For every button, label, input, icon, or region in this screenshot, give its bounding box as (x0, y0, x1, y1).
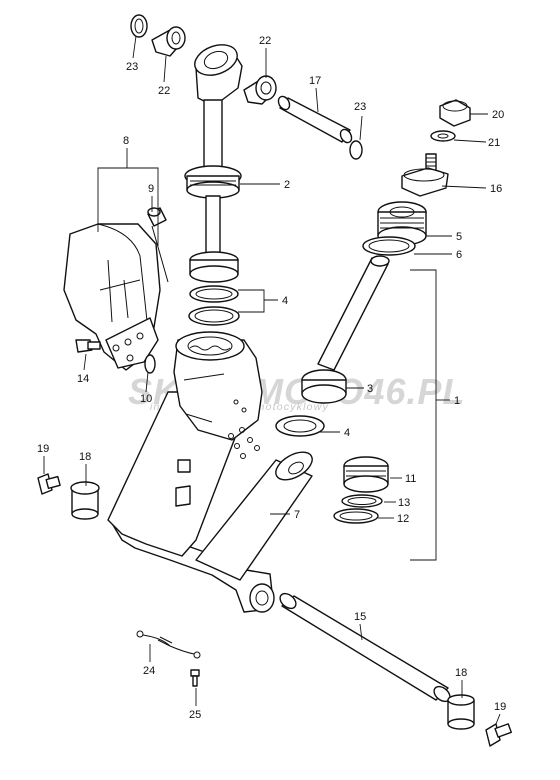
circlip-23-top (130, 14, 148, 38)
bolt-19-right (485, 723, 512, 747)
callout-10: 10 (140, 393, 152, 405)
callout-18-left: 18 (79, 451, 91, 463)
callout-1: 1 (454, 395, 460, 407)
callout-11: 11 (405, 473, 416, 485)
callout-16: 16 (490, 183, 502, 195)
callout-23-left: 23 (126, 61, 138, 73)
callout-12: 12 (397, 513, 409, 525)
callout-4-lower: 4 (344, 427, 350, 439)
piston-11 (343, 456, 389, 493)
callout-7: 7 (294, 509, 300, 521)
bolt-19-left (37, 473, 61, 495)
bushing-18-right (447, 694, 475, 730)
callout-18-right: 18 (455, 667, 467, 679)
callout-labels: 1 2 3 4 4 5 6 7 8 9 10 11 12 13 14 15 16… (37, 35, 506, 721)
callout-19-right: 19 (494, 701, 506, 713)
callout-22-left: 22 (158, 85, 170, 97)
ring-13 (341, 494, 383, 508)
piston-seal-set-4 (188, 251, 240, 326)
ring-12 (333, 508, 379, 524)
bushing-22-top (151, 26, 186, 57)
callout-24: 24 (143, 665, 155, 677)
callout-6: 6 (456, 249, 462, 261)
bushing-9 (147, 207, 167, 227)
seal-4-lower (275, 415, 325, 437)
callout-20: 20 (492, 109, 504, 121)
callout-9: 9 (148, 183, 154, 195)
circlip-23-right (349, 140, 363, 160)
callout-14: 14 (77, 373, 89, 385)
callout-13: 13 (398, 497, 410, 509)
ground-wire-24 (136, 630, 201, 659)
washer-21 (430, 130, 456, 142)
piston-rod-2 (184, 44, 243, 261)
bolt-14 (75, 339, 101, 353)
trim-cylinder-housing (107, 331, 313, 613)
cylinder-cap-5 (377, 201, 427, 246)
nut-20 (439, 99, 471, 127)
screw-25 (190, 669, 200, 687)
callout-5: 5 (456, 231, 462, 243)
callout-3: 3 (367, 383, 373, 395)
valve-16 (401, 153, 449, 197)
callout-19-left: 19 (37, 443, 49, 455)
callout-15: 15 (354, 611, 366, 623)
leader-lines (43, 35, 501, 725)
pin-17 (277, 95, 353, 144)
o-ring-10 (144, 354, 156, 374)
o-ring-6 (362, 236, 416, 256)
bushing-22-mid (243, 75, 277, 105)
callout-23-right: 23 (354, 101, 366, 113)
tilt-rod-3 (301, 255, 390, 404)
cover-8 (63, 223, 169, 371)
bushing-18-left (70, 481, 100, 520)
callout-4-upper: 4 (282, 295, 288, 307)
callout-17: 17 (309, 75, 321, 87)
callout-25: 25 (189, 709, 201, 721)
callout-8: 8 (123, 135, 129, 147)
callout-21: 21 (488, 137, 500, 149)
callout-22-right: 22 (259, 35, 271, 47)
shaft-15 (279, 592, 451, 703)
callout-2: 2 (284, 179, 290, 191)
